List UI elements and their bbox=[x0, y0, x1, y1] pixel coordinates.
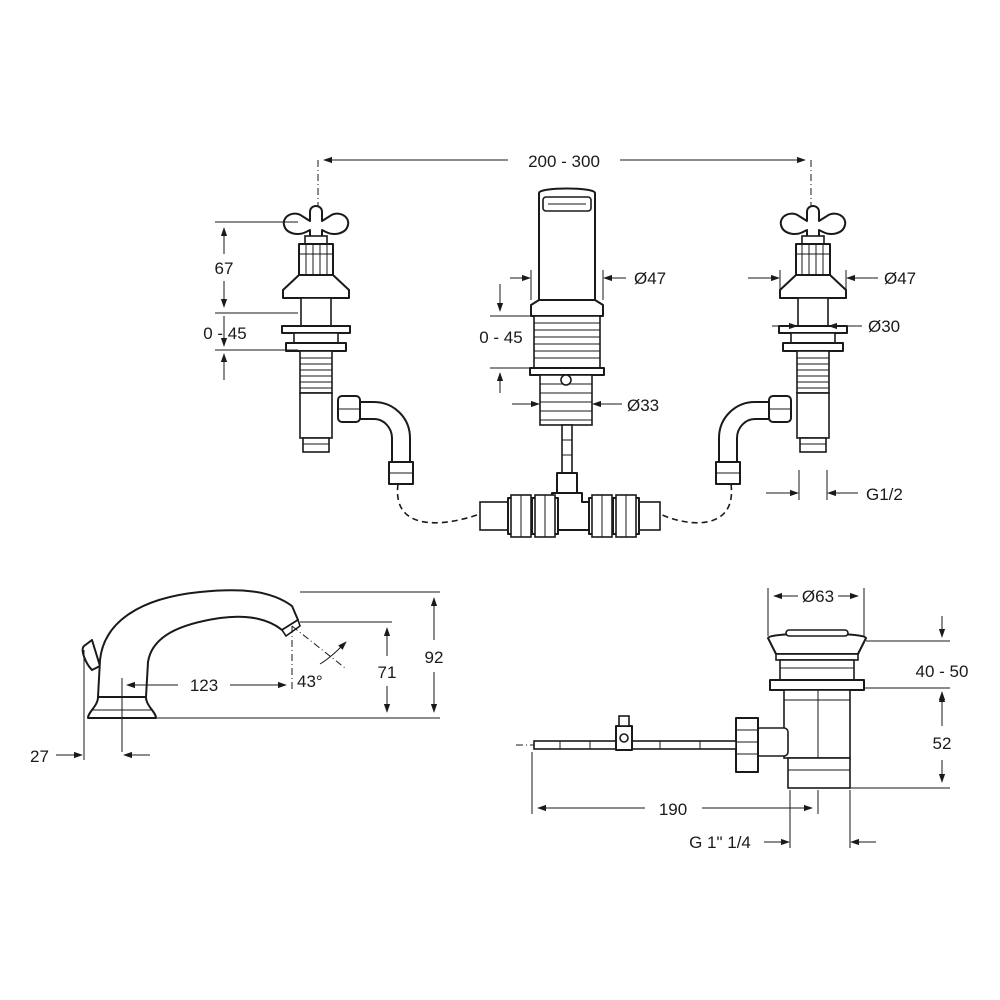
waste-thread-label: G 1" 1/4 bbox=[689, 833, 751, 852]
handle-height-label: 67 bbox=[215, 259, 234, 278]
spout-shank-dia-label: Ø33 bbox=[627, 396, 659, 415]
overall-spacing-label: 200 - 300 bbox=[528, 152, 600, 171]
right-flexible-hose bbox=[659, 483, 733, 524]
left-flexible-hose bbox=[396, 483, 481, 524]
inlet-thread-dimension: G1/2 bbox=[766, 470, 903, 504]
inlet-thread-label: G1/2 bbox=[866, 485, 903, 504]
shank-dia-label: Ø30 bbox=[868, 317, 900, 336]
waste-rod-length-label: 190 bbox=[659, 800, 687, 819]
spout-reach-label: 123 bbox=[190, 676, 218, 695]
shank-dia-dimension: Ø30 bbox=[772, 317, 900, 336]
handle-flange-dia-dimension: Ø47 bbox=[748, 269, 916, 298]
base-offset-label: 27 bbox=[30, 747, 49, 766]
waste-body-height-label: 52 bbox=[933, 734, 952, 753]
spout-outlet-height-label: 71 bbox=[378, 663, 397, 682]
right-cross-handle-valve bbox=[715, 205, 848, 485]
pop-up-waste-assembly: Ø63 40 - 50 52 190 G 1" 1/4 bbox=[516, 587, 968, 852]
waste-deck-range-label: 40 - 50 bbox=[916, 662, 969, 681]
centre-deck-thickness-dimension: 0 - 45 bbox=[479, 284, 530, 393]
handle-flange-dia-label: Ø47 bbox=[884, 269, 916, 288]
tee-manifold bbox=[479, 492, 661, 538]
left-deck-thickness-dimension: 0 - 45 bbox=[203, 316, 298, 380]
left-deck-thickness-label: 0 - 45 bbox=[203, 324, 246, 343]
three-hole-mixer-assembly: 200 - 300 bbox=[203, 152, 916, 538]
left-cross-handle-valve bbox=[281, 205, 414, 485]
centre-deck-thickness-label: 0 - 45 bbox=[479, 328, 522, 347]
spout-shank-dia-dimension: Ø33 bbox=[512, 396, 659, 415]
centre-spout-body bbox=[529, 187, 605, 494]
waste-flange-dia-label: Ø63 bbox=[802, 587, 834, 606]
spout-flange-dia-label: Ø47 bbox=[634, 269, 666, 288]
spout-total-height-label: 92 bbox=[425, 648, 444, 667]
spout-angle-label: 43° bbox=[297, 672, 323, 691]
spout-side-view: 92 71 43° 123 27 bbox=[30, 589, 444, 766]
spout-flange-dia-dimension: Ø47 bbox=[510, 269, 666, 300]
handle-height-dimension: 67 bbox=[215, 221, 298, 314]
